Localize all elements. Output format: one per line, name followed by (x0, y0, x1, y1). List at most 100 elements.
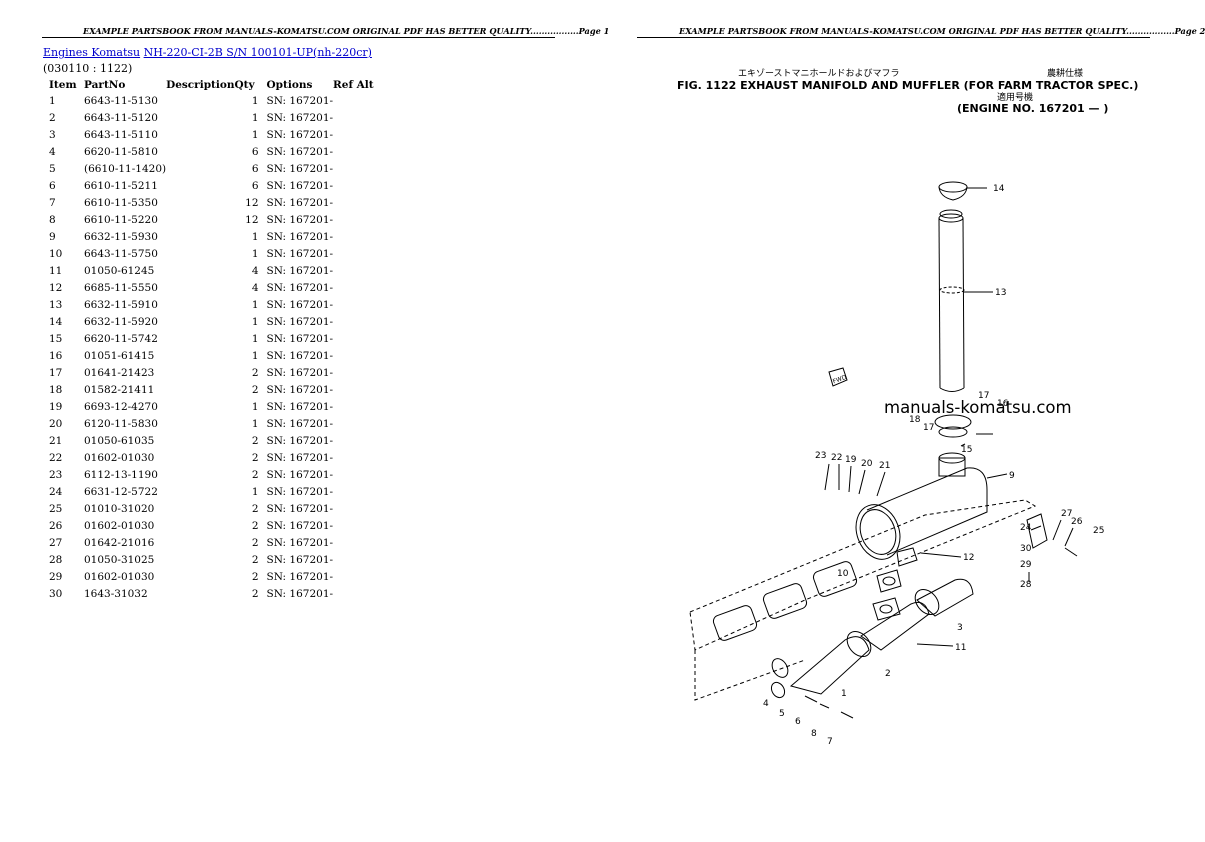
cell-description (166, 262, 234, 279)
cell-item-number: 30 (49, 587, 63, 600)
cell-item-number: 9 (49, 230, 56, 243)
cell-quantity: 2 (251, 536, 259, 549)
callout-3: 3 (957, 623, 963, 633)
cell-quantity: 1 (251, 298, 259, 311)
callout-11: 11 (955, 643, 966, 653)
watermark-text: manuals-komatsu.com (884, 398, 1072, 417)
breadcrumb-link-engines[interactable]: Engines Komatsu (43, 46, 141, 59)
cell-description (166, 313, 234, 330)
cell-quantity: 1 (251, 315, 259, 328)
header-rule (637, 37, 1150, 38)
cell-options: SN: 167201- (266, 417, 334, 430)
illustration-page: EXAMPLE PARTSBOOK FROM MANUALS-KOMATSU.C… (595, 0, 1205, 842)
cell-description (166, 92, 234, 109)
cell-item-number: 2 (49, 111, 56, 124)
cell-part-number: 6643-11-5120 (84, 111, 158, 124)
cell-part-number: 6631-12-5722 (84, 485, 158, 498)
cell-item-number: 26 (49, 519, 63, 532)
column-header-qty: Qty (234, 78, 255, 91)
cell-item-number: 15 (49, 332, 63, 345)
breadcrumb-link-model[interactable]: NH-220-CI-2B S/N 100101-UP(nh-220cr) (143, 46, 372, 59)
muffler-body (866, 467, 988, 556)
cell-part-number: 6643-11-5130 (84, 94, 158, 107)
cell-description (166, 211, 234, 228)
cell-options: SN: 167201- (266, 502, 334, 515)
cell-part-number: 01050-31025 (84, 553, 155, 566)
muffler-end-rim (859, 509, 897, 555)
callout-27: 27 (1061, 509, 1072, 519)
cell-part-number: 01051-61415 (84, 349, 155, 362)
cell-quantity: 2 (251, 451, 259, 464)
cell-options: SN: 167201- (266, 536, 334, 549)
engine-block-outline (694, 650, 806, 701)
cell-options: SN: 167201- (266, 315, 334, 328)
tail-pipe-top (938, 213, 964, 223)
cell-part-number: 6693-12-4270 (84, 400, 158, 413)
cell-quantity: 1 (251, 485, 259, 498)
cell-quantity: 2 (251, 587, 259, 600)
fwd-label: FWD (832, 374, 848, 385)
valve-cover-1 (712, 605, 758, 641)
cell-part-number: 01602-01030 (84, 451, 155, 464)
cell-options: SN: 167201- (266, 451, 334, 464)
cell-description (166, 398, 234, 415)
cell-item-number: 20 (49, 417, 63, 430)
cell-part-number: 01010-31020 (84, 502, 155, 515)
cell-options: SN: 167201- (266, 332, 334, 345)
cell-quantity: 2 (251, 502, 259, 515)
cell-description (166, 109, 234, 126)
cell-quantity: 1 (251, 417, 259, 430)
cell-ref-alt (333, 381, 383, 398)
callout-19: 19 (845, 455, 857, 465)
cell-part-number: 01602-01030 (84, 570, 155, 583)
manifold-rear-port (914, 588, 940, 616)
bolt-25 (1064, 547, 1078, 557)
cell-options: SN: 167201- (266, 400, 334, 413)
cell-options: SN: 167201- (266, 230, 334, 243)
parts-list-page: EXAMPLE PARTSBOOK FROM MANUALS-KOMATSU.C… (0, 0, 609, 842)
cell-quantity: 1 (251, 128, 259, 141)
cell-ref-alt (333, 585, 383, 602)
callout-13: 13 (995, 288, 1006, 298)
cell-item-number: 6 (49, 179, 56, 192)
callout-16: 16 (997, 399, 1009, 409)
cell-part-number: 6112-13-1190 (84, 468, 158, 481)
port-sleeve (770, 681, 786, 699)
tail-pipe-right-edge (962, 217, 965, 389)
cell-options: SN: 167201- (266, 468, 334, 481)
callout-20: 20 (861, 459, 873, 469)
cell-ref-alt (333, 466, 383, 483)
pipe-clamp (934, 414, 972, 430)
callout-23: 23 (815, 451, 826, 461)
cell-description (166, 245, 234, 262)
cell-item-number: 16 (49, 349, 63, 362)
column-header-ref-alt: Ref Alt (333, 78, 374, 91)
tail-pipe-bottom (939, 387, 965, 392)
cell-ref-alt (333, 415, 383, 432)
cell-description (166, 500, 234, 517)
cell-quantity: 2 (251, 468, 259, 481)
callout-12: 12 (963, 553, 974, 563)
manifold-front (789, 636, 870, 695)
cell-part-number: 1643-31032 (84, 587, 148, 600)
gasket-upper-hole (882, 576, 896, 586)
manifold-rear (916, 578, 974, 617)
cell-part-number: 01602-01030 (84, 519, 155, 532)
gasket-lower-hole (879, 604, 893, 614)
cell-ref-alt (333, 500, 383, 517)
callout-7: 7 (827, 737, 833, 747)
exploded-parts-diagram: エキゾーストマニホールドおよびマフラ 農耕仕様 FIG. 1122 EXHAUS… (677, 67, 1138, 747)
cell-ref-alt (333, 517, 383, 534)
